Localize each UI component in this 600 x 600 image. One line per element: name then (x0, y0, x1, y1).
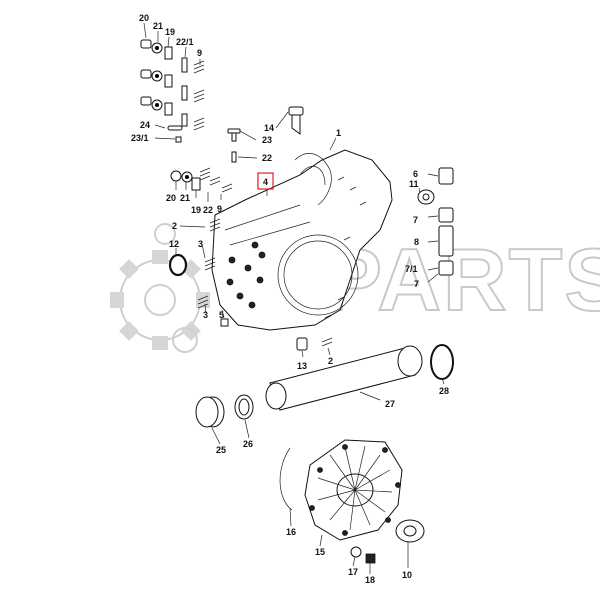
callout-12: 12 (169, 239, 179, 249)
small-parts-column-mid (170, 167, 233, 193)
callout-7a: 7 (413, 215, 418, 225)
callout-9a: 9 (197, 48, 202, 58)
callout-22: 22 (262, 153, 272, 163)
right-bushings (417, 167, 454, 276)
part-12-seal (168, 253, 188, 277)
callout-21b: 21 (180, 193, 190, 203)
callout-20b: 20 (166, 193, 176, 203)
callout-27: 27 (385, 399, 395, 409)
part-23-22 (227, 128, 241, 163)
callout-1: 1 (336, 128, 341, 138)
callout-24: 24 (140, 120, 150, 130)
small-parts-column-left (140, 39, 205, 143)
callout-20a: 20 (139, 13, 149, 23)
callout-28: 28 (439, 386, 449, 396)
leader-lines (143, 22, 445, 574)
callout-3a: 3 (198, 239, 203, 249)
callout-4: 4 (263, 177, 268, 187)
watermark-gear-icon (110, 223, 210, 353)
transmission-housing (197, 149, 393, 351)
callout-19a: 19 (165, 27, 175, 37)
callout-13: 13 (297, 361, 307, 371)
callout-22b: 22 (203, 205, 213, 215)
part-15-cover (279, 439, 403, 541)
callout-labels: 20 21 19 22/1 9 24 23/1 14 1 23 22 4 20 … (131, 13, 449, 585)
part-10-17-18 (350, 519, 425, 564)
callout-21a: 21 (153, 21, 163, 31)
callout-2a: 2 (172, 221, 177, 231)
callout-25: 25 (216, 445, 226, 455)
callout-23-1: 23/1 (131, 133, 149, 143)
callout-19b: 19 (191, 205, 201, 215)
callout-11: 11 (409, 179, 419, 189)
callout-18: 18 (365, 575, 375, 585)
part-27-tube (265, 344, 454, 411)
callout-23: 23 (262, 135, 272, 145)
callout-26: 26 (243, 439, 253, 449)
callout-17: 17 (348, 567, 358, 577)
highlight-box (257, 172, 274, 190)
part-25-26 (195, 394, 254, 428)
callout-10: 10 (402, 570, 412, 580)
callout-8: 8 (414, 237, 419, 247)
callout-22-1a: 22/1 (176, 37, 194, 47)
part-14 (288, 106, 304, 135)
callout-7b: 7 (414, 279, 419, 289)
callout-2b: 2 (328, 356, 333, 366)
callout-5: 5 (219, 310, 224, 320)
callout-6: 6 (413, 169, 418, 179)
callout-9b: 9 (217, 204, 222, 214)
callout-14: 14 (264, 123, 274, 133)
callout-3b: 3 (203, 310, 208, 320)
callout-7-1: 7/1 (405, 264, 418, 274)
callout-16: 16 (286, 527, 296, 537)
callout-15: 15 (315, 547, 325, 557)
